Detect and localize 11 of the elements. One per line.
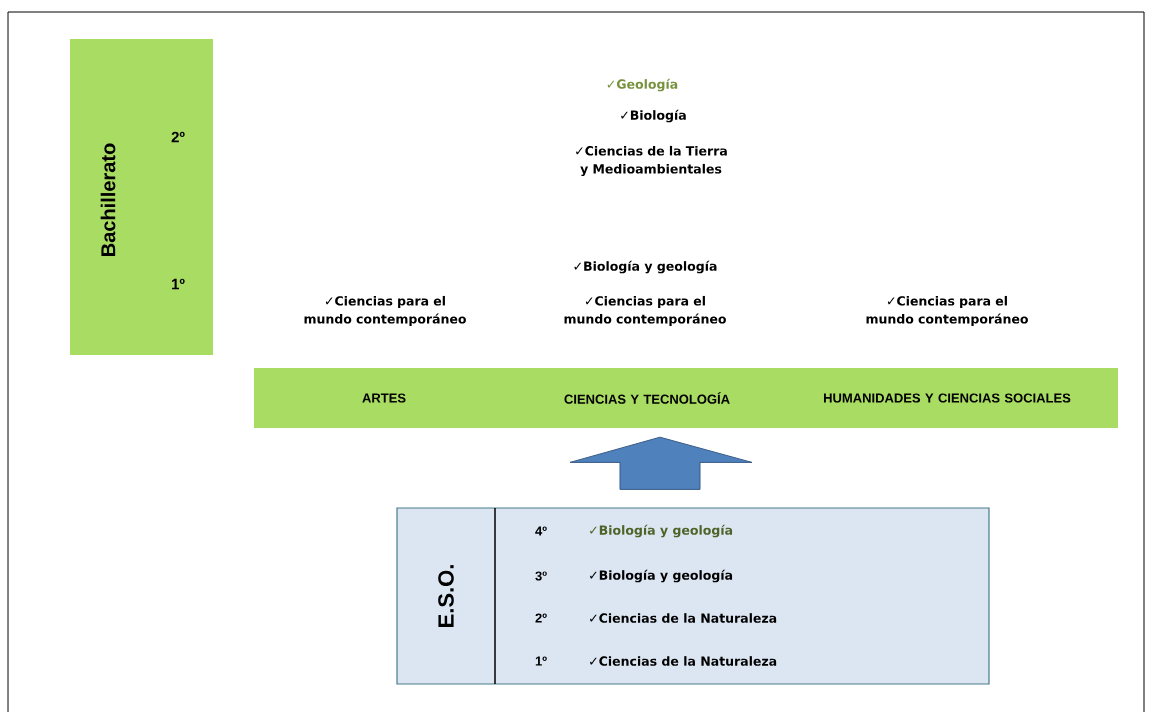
level-box: Bachillerato 2º 1º bbox=[70, 39, 213, 355]
course-label: ✓Ciencias para el mundo contemporáneo bbox=[304, 295, 466, 327]
course-label: ✓Ciencias para el mundo contemporáneo bbox=[564, 295, 726, 327]
course-label: ✓Biología y geología bbox=[574, 260, 717, 274]
track-band: ARTES CIENCIAS Y TECNOLOGÍA HUMANIDADES Y CIENCIAS SOCIALES bbox=[254, 368, 1118, 428]
course-label: ✓Ciencias de la Tierra y Medioambientales bbox=[576, 145, 727, 177]
course-label: ✓Biología bbox=[621, 109, 686, 123]
course-label: ✓Ciencias para el mundo contemporáneo bbox=[866, 295, 1028, 327]
level-box: E.S.O. 4º ✓Biología y geología 3º ✓Biología y geología 2º ✓Ciencias de la Naturaleza 1º ✓Ciencias de la Naturaleza bbox=[396, 507, 990, 685]
course-label: ✓Geología bbox=[607, 78, 678, 92]
block-arrow bbox=[569, 436, 753, 490]
